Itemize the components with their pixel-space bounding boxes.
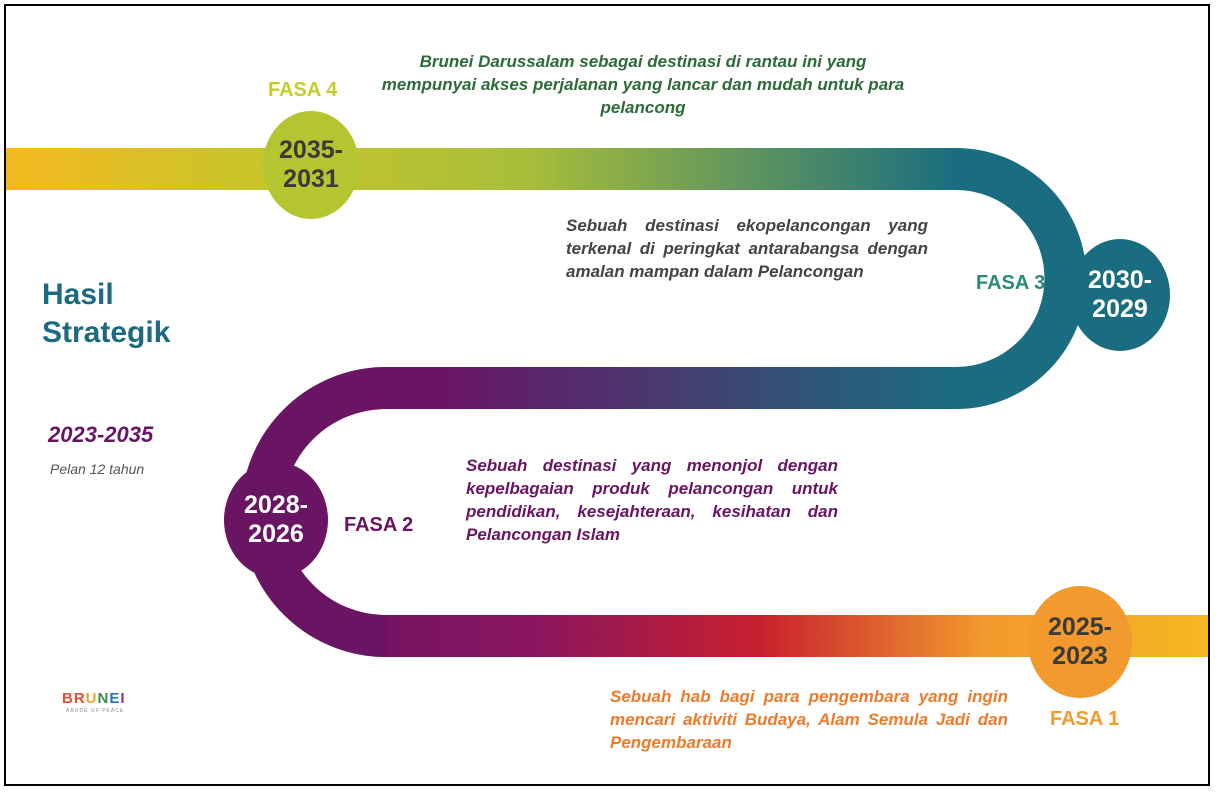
title-line1: Hasil — [42, 278, 114, 311]
road-right-curve — [955, 148, 1087, 409]
phase4-label: FASA 4 — [268, 79, 338, 101]
brunei-logo: BRUNEI — [62, 690, 126, 707]
phase3-year-bubble: 2030- 2029 — [1070, 239, 1170, 351]
phase2-year-bubble: 2028- 2026 — [224, 462, 328, 578]
phase2-years-line1: 2028- — [244, 491, 308, 520]
phase3-years-line1: 2030- — [1088, 266, 1152, 295]
phase1-years-line1: 2025- — [1048, 613, 1112, 642]
phase4-years-line1: 2035- — [279, 136, 343, 165]
phase3-description: Sebuah destinasi ekopelancongan yang ter… — [566, 216, 928, 281]
roadmap-path — [6, 148, 1208, 657]
plan-duration: Pelan 12 tahun — [50, 461, 145, 477]
title-line2: Strategik — [42, 316, 171, 349]
plan-period: 2023-2035 — [48, 422, 154, 447]
phase1-year-bubble: 2025- 2023 — [1028, 586, 1132, 698]
phase1-years-line2: 2023 — [1052, 642, 1108, 670]
phase4-years-line2: 2031 — [283, 165, 339, 193]
phase2-description: Sebuah destinasi yang menonjol dengan ke… — [466, 456, 838, 544]
phase1-description: Sebuah hab bagi para pengembara yang ing… — [610, 687, 1008, 752]
logo-tagline: ABODE OF PEACE — [66, 708, 125, 714]
phase4-description: Brunei Darussalam sebagai destinasi di r… — [381, 52, 905, 117]
phase1-label: FASA 1 — [1050, 708, 1120, 730]
phase3-years-line2: 2029 — [1092, 295, 1148, 323]
phase3-label: FASA 3 — [976, 272, 1046, 294]
phase4-year-bubble: 2035- 2031 — [263, 111, 359, 219]
phase2-label: FASA 2 — [344, 514, 414, 536]
strategic-outcome-title: Hasil Strategik — [42, 276, 170, 352]
phase2-years-line2: 2026 — [248, 520, 304, 548]
strategy-roadmap-slide: 2035- 2031 2030- 2029 2028- 2026 2025- 2… — [4, 4, 1210, 786]
